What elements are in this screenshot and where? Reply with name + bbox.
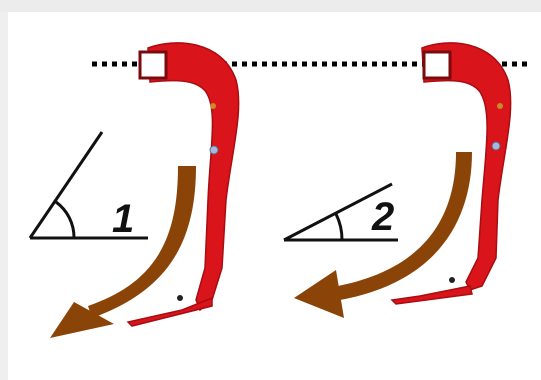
angle-diagram-2: 2 — [283, 182, 398, 242]
shank-left-mount — [138, 50, 168, 80]
shank-left-bolt — [177, 295, 183, 301]
angle-1-ray — [28, 131, 104, 239]
angle-2-label: 2 — [371, 195, 394, 239]
shank-right-blade — [390, 285, 473, 305]
shank-left-bolt — [210, 103, 216, 109]
shank-right-bolt — [497, 103, 503, 109]
arrow-left-shaft — [88, 166, 196, 318]
shank-left-blade — [126, 296, 213, 327]
shank-left-body — [147, 42, 240, 312]
arrow-right-head — [294, 270, 344, 318]
arrow-left — [50, 166, 196, 338]
angle-2-ray — [283, 182, 393, 242]
angle-1-arc — [55, 200, 76, 239]
angle-2-arc — [334, 213, 344, 241]
arrow-left-head — [50, 302, 114, 338]
shank-left-bolt — [209, 145, 219, 155]
shank-right-mount — [422, 50, 452, 80]
shank-right-bolt — [491, 141, 501, 151]
shank-right-bolt — [449, 277, 455, 283]
angle-1-label: 1 — [112, 197, 134, 241]
shank-right — [390, 42, 512, 305]
arrow-right — [294, 152, 472, 318]
shank-right-body — [421, 42, 512, 291]
shank-left — [126, 42, 240, 327]
angle-diagram-1: 1 — [28, 131, 148, 241]
arrow-right-shaft — [338, 152, 472, 300]
